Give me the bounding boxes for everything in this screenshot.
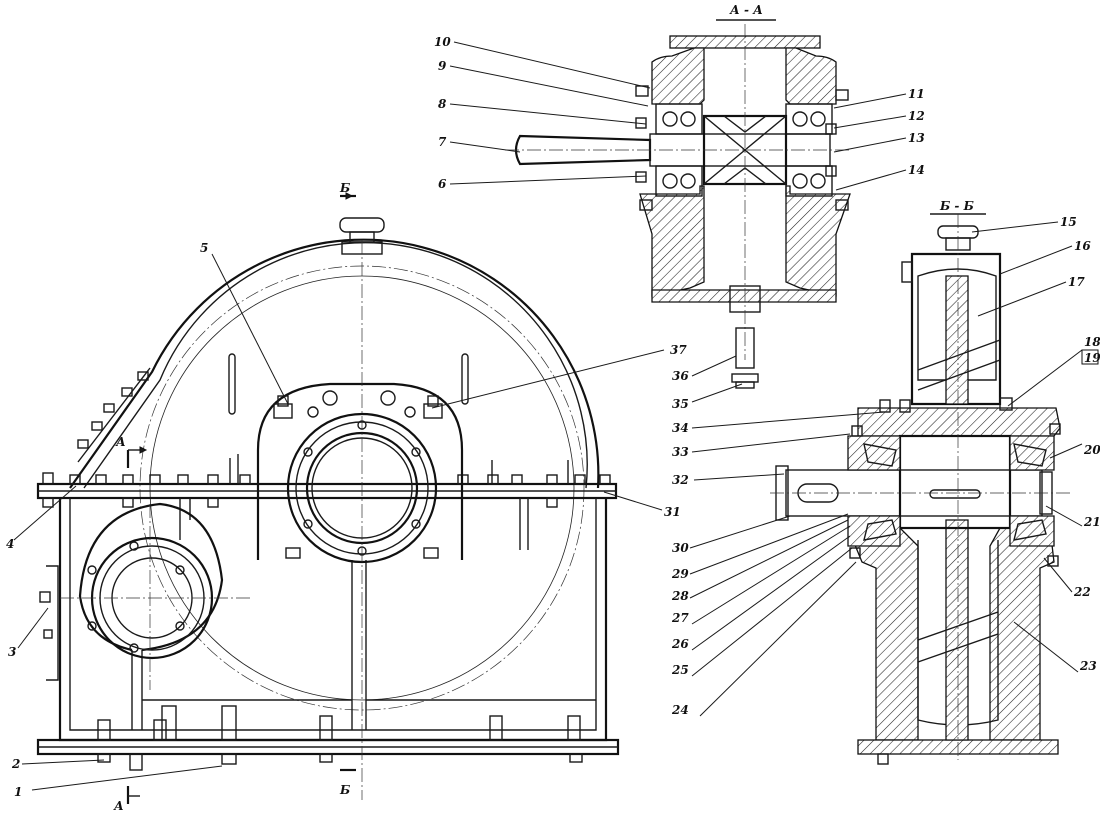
callout-18: 18 [1084, 335, 1100, 349]
cover-outline [69, 238, 600, 489]
input-bearing-housing [39, 502, 224, 681]
callout-35: 35 [672, 397, 689, 411]
callout-28: 28 [671, 589, 689, 603]
callout-34: 34 [672, 421, 689, 435]
callout-1: 1 [14, 785, 22, 799]
callout-7: 7 [438, 135, 447, 149]
section-marker-b: Б Б [339, 181, 356, 797]
aa-bottom-wall [651, 289, 837, 303]
cover-rib-right [461, 353, 469, 405]
cover-rib-left [228, 353, 236, 415]
callout-6: 6 [438, 177, 447, 191]
cover-inner-outline [83, 242, 588, 489]
bb-gear-teeth-lines [917, 339, 1001, 391]
bb-flange-section [857, 407, 1061, 437]
lower-housing-inner [69, 498, 597, 731]
bb-cover-lug [901, 261, 913, 283]
callout-31: 31 [664, 505, 681, 519]
callout-13: 13 [908, 131, 925, 145]
section-bb-title: Б - Б [939, 199, 974, 213]
callout-9: 9 [438, 59, 447, 73]
bb-left-bearing-cap-top [847, 435, 901, 471]
bb-gear-web-upper [945, 275, 969, 405]
flange-bolts [42, 454, 611, 508]
aa-side-bolts [635, 85, 849, 211]
callout-32: 32 [672, 473, 689, 487]
rib-4 [519, 498, 529, 550]
aa-right-lower-wall [785, 185, 851, 297]
rib-3 [179, 498, 191, 540]
callout-3: 3 [8, 645, 16, 659]
aa-right-upper-wall [785, 47, 837, 105]
callout-17: 17 [1068, 275, 1085, 289]
aa-pinion-teeth [703, 115, 787, 185]
callout-27: 27 [671, 611, 689, 625]
front-view: А А Б Б [36, 181, 620, 813]
rib-2 [351, 560, 367, 730]
callout-26: 26 [671, 637, 689, 651]
callout-33: 33 [672, 445, 689, 459]
bb-key [929, 489, 981, 499]
section-aa-title: А - А [729, 3, 763, 17]
callout-8: 8 [438, 97, 447, 111]
callout-10: 10 [434, 35, 451, 49]
callout-25: 25 [671, 663, 689, 677]
callout-16: 16 [1074, 239, 1091, 253]
callout-14: 14 [908, 163, 925, 177]
callout-15: 15 [1060, 215, 1077, 229]
rib-1 [131, 650, 143, 730]
section-marker-a: А А [113, 435, 148, 813]
base-bolts [97, 705, 583, 771]
callout-20: 20 [1083, 443, 1100, 457]
callout-19: 19 [1084, 351, 1100, 365]
section-bb-view: Б - Б [770, 199, 1070, 765]
callout-5: 5 [200, 241, 208, 255]
callout-37: 37 [670, 343, 687, 357]
callout-19-box [1081, 349, 1099, 365]
callout-22: 22 [1073, 585, 1091, 599]
aa-left-upper-wall [651, 47, 705, 105]
aa-drain-plug [731, 327, 759, 389]
callout-36: 36 [672, 369, 689, 383]
section-label-b-upper: Б [339, 181, 350, 195]
aa-left-lower-wall [639, 185, 705, 297]
callout-11: 11 [908, 87, 925, 101]
bb-gear-upper [917, 268, 997, 381]
bb-right-housing-wall [989, 527, 1055, 741]
cover-slope-line [77, 367, 151, 463]
bb-gear-web-lower [945, 519, 969, 741]
callout-23: 23 [1079, 659, 1097, 673]
bb-left-bearing-cap-bottom [847, 515, 901, 547]
callout-21: 21 [1083, 515, 1100, 529]
bb-bearing-rollers [863, 443, 1047, 541]
callout-2: 2 [11, 757, 20, 771]
bb-left-housing-wall [847, 527, 919, 741]
bb-bolts [849, 397, 1061, 765]
cover-bolts-slope [77, 371, 149, 449]
output-bearing-housing [256, 382, 464, 564]
aa-bearing-rollers [662, 111, 826, 189]
callout-4: 4 [6, 537, 14, 551]
aa-input-shaft-end [514, 134, 652, 166]
callout-numbers: 1 2 3 4 5 6 7 8 9 10 11 12 13 14 15 16 1… [6, 35, 1100, 799]
callout-24: 24 [671, 703, 689, 717]
leader-lines [13, 41, 1083, 791]
section-label-a-upper: А [115, 435, 126, 449]
section-label-b-lower: Б [339, 783, 350, 797]
bb-gear-teeth-lower [917, 611, 999, 663]
callout-12: 12 [908, 109, 925, 123]
bb-gear-hub [898, 434, 1012, 530]
callout-30: 30 [672, 541, 689, 555]
section-aa-view: А - А [505, 3, 851, 389]
section-label-a-lower: А [113, 799, 124, 813]
callout-29: 29 [671, 567, 689, 581]
